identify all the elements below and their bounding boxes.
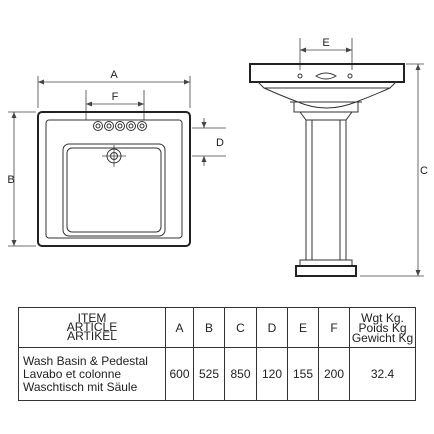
- item-description: Wash Basin & Pedestal Lavabo et colonne …: [18, 347, 166, 401]
- dim-label-f: F: [112, 91, 119, 103]
- col-header-a: A: [165, 307, 194, 348]
- dim-label-a: A: [110, 69, 118, 81]
- value-weight: 32.4: [349, 347, 416, 401]
- dim-label-d: D: [216, 137, 224, 149]
- value-e: 155: [287, 347, 319, 401]
- spec-table: ITEM ARTICLE ARTIKEL A B C D E F Wgt Kg.…: [18, 307, 416, 401]
- col-header-c: C: [224, 307, 257, 348]
- col-header-e: E: [287, 307, 319, 348]
- value-c: 850: [224, 347, 257, 401]
- col-header-d: D: [256, 307, 288, 348]
- item-header: ITEM ARTICLE ARTIKEL: [18, 307, 166, 348]
- tap-holes: [93, 121, 147, 131]
- dim-label-b: B: [7, 174, 14, 186]
- dim-label-e: E: [322, 37, 329, 49]
- value-b: 525: [193, 347, 225, 401]
- col-header-f: F: [318, 307, 350, 348]
- value-a: 600: [165, 347, 194, 401]
- dim-label-c: C: [420, 165, 428, 177]
- basin-top-view: A F: [7, 69, 226, 247]
- table-header-row: ITEM ARTICLE ARTIKEL A B C D E F Wgt Kg.…: [18, 307, 416, 348]
- table-row: Wash Basin & Pedestal Lavabo et colonne …: [18, 347, 416, 401]
- drain: [102, 145, 126, 167]
- value-f: 200: [318, 347, 350, 401]
- value-d: 120: [256, 347, 288, 401]
- weight-header: Wgt Kg. Poids Kg Gewicht Kg: [349, 307, 416, 348]
- col-header-b: B: [193, 307, 225, 348]
- basin-front-view: E C: [249, 37, 428, 277]
- technical-drawing: A F: [7, 37, 428, 277]
